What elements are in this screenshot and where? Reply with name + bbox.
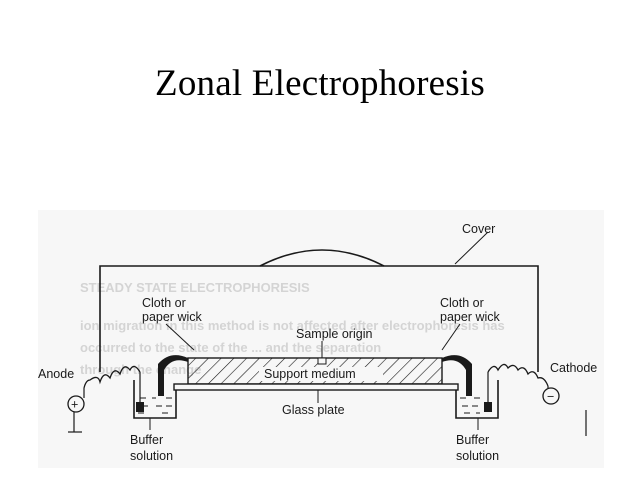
buffer-left-label-line1: Buffer	[130, 433, 163, 447]
cover-frame	[99, 265, 539, 372]
wick-right	[442, 355, 472, 396]
scan-background	[38, 210, 604, 468]
buffer-liquid-left	[138, 397, 172, 414]
support-label-backing	[259, 367, 383, 381]
electrode-right	[484, 402, 492, 412]
sample-origin-label: Sample origin	[296, 327, 372, 341]
wick-left-leader	[165, 323, 195, 351]
wick-left	[158, 355, 188, 396]
sample-origin-slot	[317, 357, 327, 365]
buffer-liquid-right	[460, 397, 480, 414]
cover-label: Cover	[462, 222, 495, 236]
cathode-label: Cathode	[550, 361, 597, 375]
electrophoresis-diagram: STEADY STATE ELECTROPHORESIS ion migrati…	[38, 210, 604, 468]
wick-left-label-line2: paper wick	[142, 310, 202, 324]
wick-right-label-line2: paper wick	[440, 310, 500, 324]
bleed-text-4: through the change	[80, 362, 201, 377]
wick-right-leader	[441, 323, 461, 351]
anode-terminal-icon	[67, 395, 85, 413]
buffer-right-label-line2: solution	[456, 449, 499, 463]
glass-plate	[173, 383, 459, 391]
electrode-left	[136, 402, 144, 412]
slide-title: Zonal Electrophoresis	[155, 63, 485, 104]
bleed-text-2: ion migration in this method is not affe…	[80, 318, 505, 333]
wick-left-label-line1: Cloth or	[142, 296, 186, 310]
cathode-terminal-icon	[542, 387, 560, 405]
glass-plate-label: Glass plate	[282, 403, 345, 417]
anode-plus-sign: +	[71, 398, 78, 412]
buffer-tank-right	[455, 380, 499, 419]
electrophoresis-figure: STEADY STATE ELECTROPHORESIS ion migrati…	[38, 210, 604, 468]
bleed-text-3: occurred to the state of the ... and the…	[80, 340, 381, 355]
anode-label: Anode	[38, 367, 74, 381]
bleed-text-1: STEADY STATE ELECTROPHORESIS	[80, 280, 310, 295]
anode-lead-coil	[83, 365, 141, 389]
support-medium-label: Support medium	[264, 367, 356, 381]
buffer-tank-left	[133, 380, 177, 419]
cathode-lead-coil	[487, 363, 549, 387]
wick-right-label-line1: Cloth or	[440, 296, 484, 310]
cover-leader	[454, 231, 489, 265]
cover-handle	[259, 249, 385, 267]
buffer-right-label-line1: Buffer	[456, 433, 489, 447]
buffer-left-label-line2: solution	[130, 449, 173, 463]
cathode-minus-sign: −	[547, 390, 554, 404]
